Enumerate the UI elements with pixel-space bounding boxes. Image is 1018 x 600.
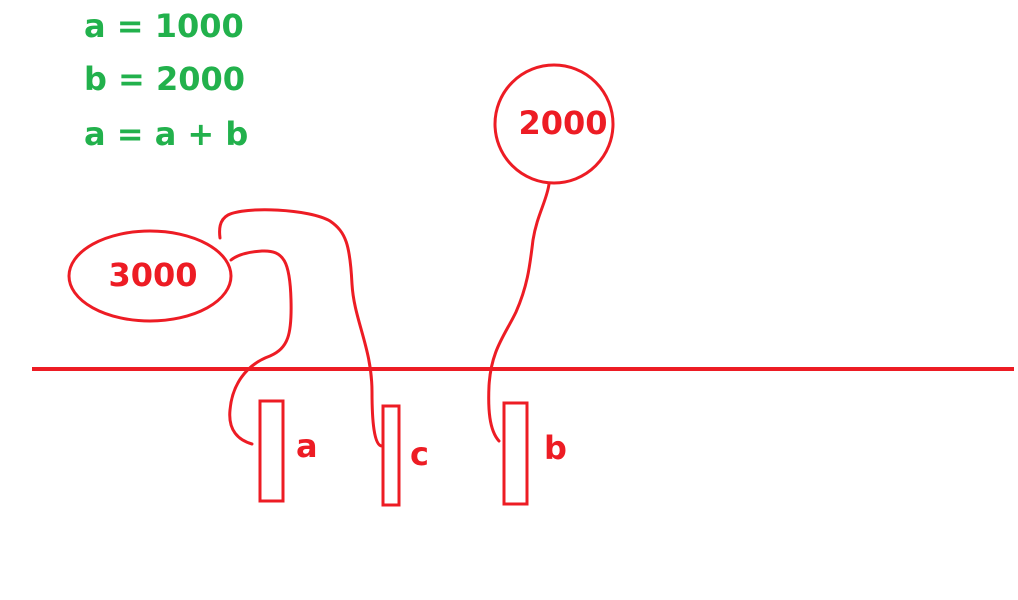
pointer-c-to-3000 bbox=[218, 208, 384, 448]
variable-c-label: c bbox=[410, 435, 429, 473]
code-line-3: a = a + b bbox=[84, 115, 249, 153]
value-3000-ellipse bbox=[67, 229, 233, 323]
variable-b-box bbox=[502, 401, 529, 506]
variable-a-box bbox=[258, 399, 285, 503]
value-2000-circle bbox=[493, 63, 615, 185]
pointer-b-to-2000 bbox=[487, 182, 551, 443]
variable-b-label: b bbox=[544, 429, 567, 467]
code-line-2: b = 2000 bbox=[84, 60, 246, 98]
code-line-1: a = 1000 bbox=[84, 7, 244, 45]
variable-c-box bbox=[381, 404, 401, 507]
variable-a-label: a bbox=[296, 427, 318, 465]
value-2000-label: 2000 bbox=[518, 104, 607, 142]
value-3000-label: 3000 bbox=[108, 256, 197, 294]
pointer-a-to-3000 bbox=[228, 249, 293, 446]
